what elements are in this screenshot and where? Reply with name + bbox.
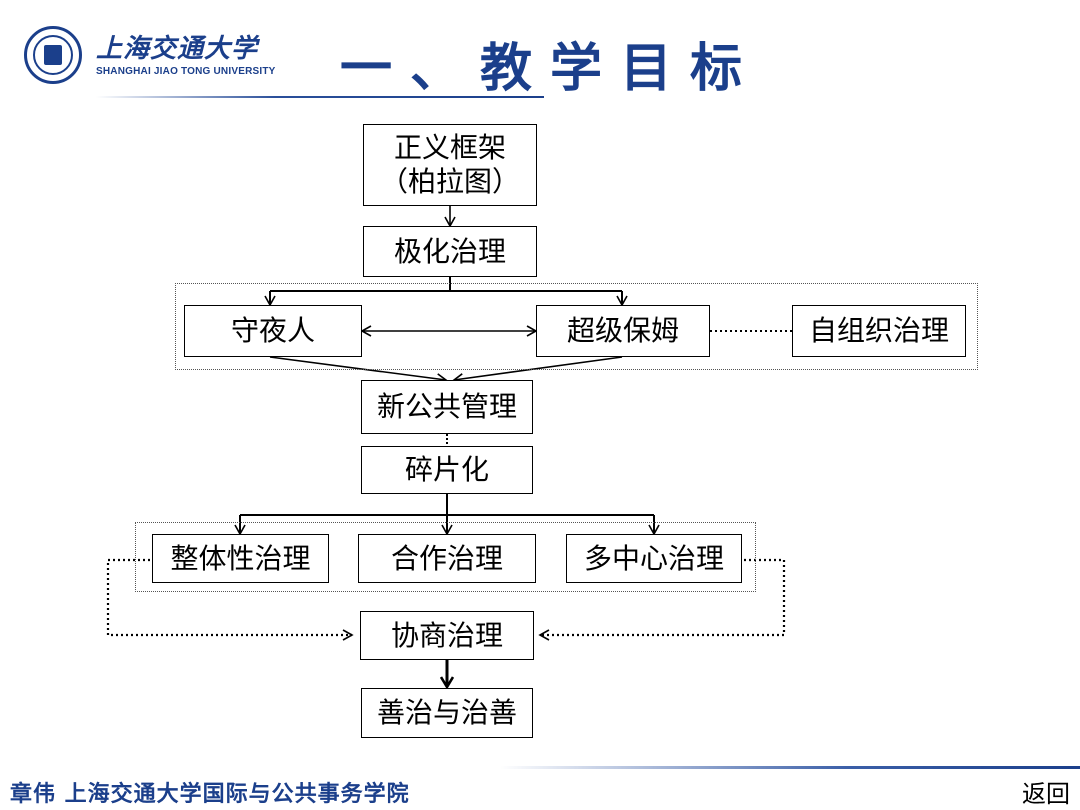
node-self-organized-governance: 自组织治理 (792, 305, 966, 357)
edge-left-loop-to-deliberative (106, 558, 354, 641)
university-name-cn: 上海交通大学 (96, 34, 259, 64)
node-deliberative-governance: 协商治理 (360, 611, 534, 660)
node-good-governance: 善治与治善 (361, 688, 533, 738)
back-link[interactable]: 返回 (1022, 780, 1070, 808)
title-underline (96, 96, 544, 98)
footer-author-institution: 章伟 上海交通大学国际与公共事务学院 (10, 781, 410, 807)
footer-rule (500, 766, 1080, 769)
page-title: 一、教学目标 (340, 38, 761, 99)
node-holistic-governance: 整体性治理 (152, 534, 329, 583)
university-name-en: SHANGHAI JIAO TONG UNIVERSITY (96, 66, 276, 77)
edge-nanny-to-npm (452, 356, 623, 385)
node-super-nanny: 超级保姆 (536, 305, 710, 357)
logo-emblem-icon (33, 35, 73, 75)
node-night-watchman: 守夜人 (184, 305, 362, 357)
group-frame-polarized (175, 283, 978, 370)
group-frame-fragmented (135, 522, 756, 592)
node-cooperative-governance: 合作治理 (358, 534, 536, 583)
node-polarized-governance: 极化治理 (363, 226, 537, 277)
edge-nightwatch-to-npm (269, 356, 448, 385)
node-fragmentation: 碎片化 (361, 446, 533, 494)
node-new-public-management: 新公共管理 (361, 380, 533, 434)
university-logo (24, 26, 82, 84)
node-justice-framework: 正义框架 （柏拉图） (363, 124, 537, 206)
edge-right-loop-to-deliberative (538, 558, 786, 641)
node-polycentric-governance: 多中心治理 (566, 534, 742, 583)
